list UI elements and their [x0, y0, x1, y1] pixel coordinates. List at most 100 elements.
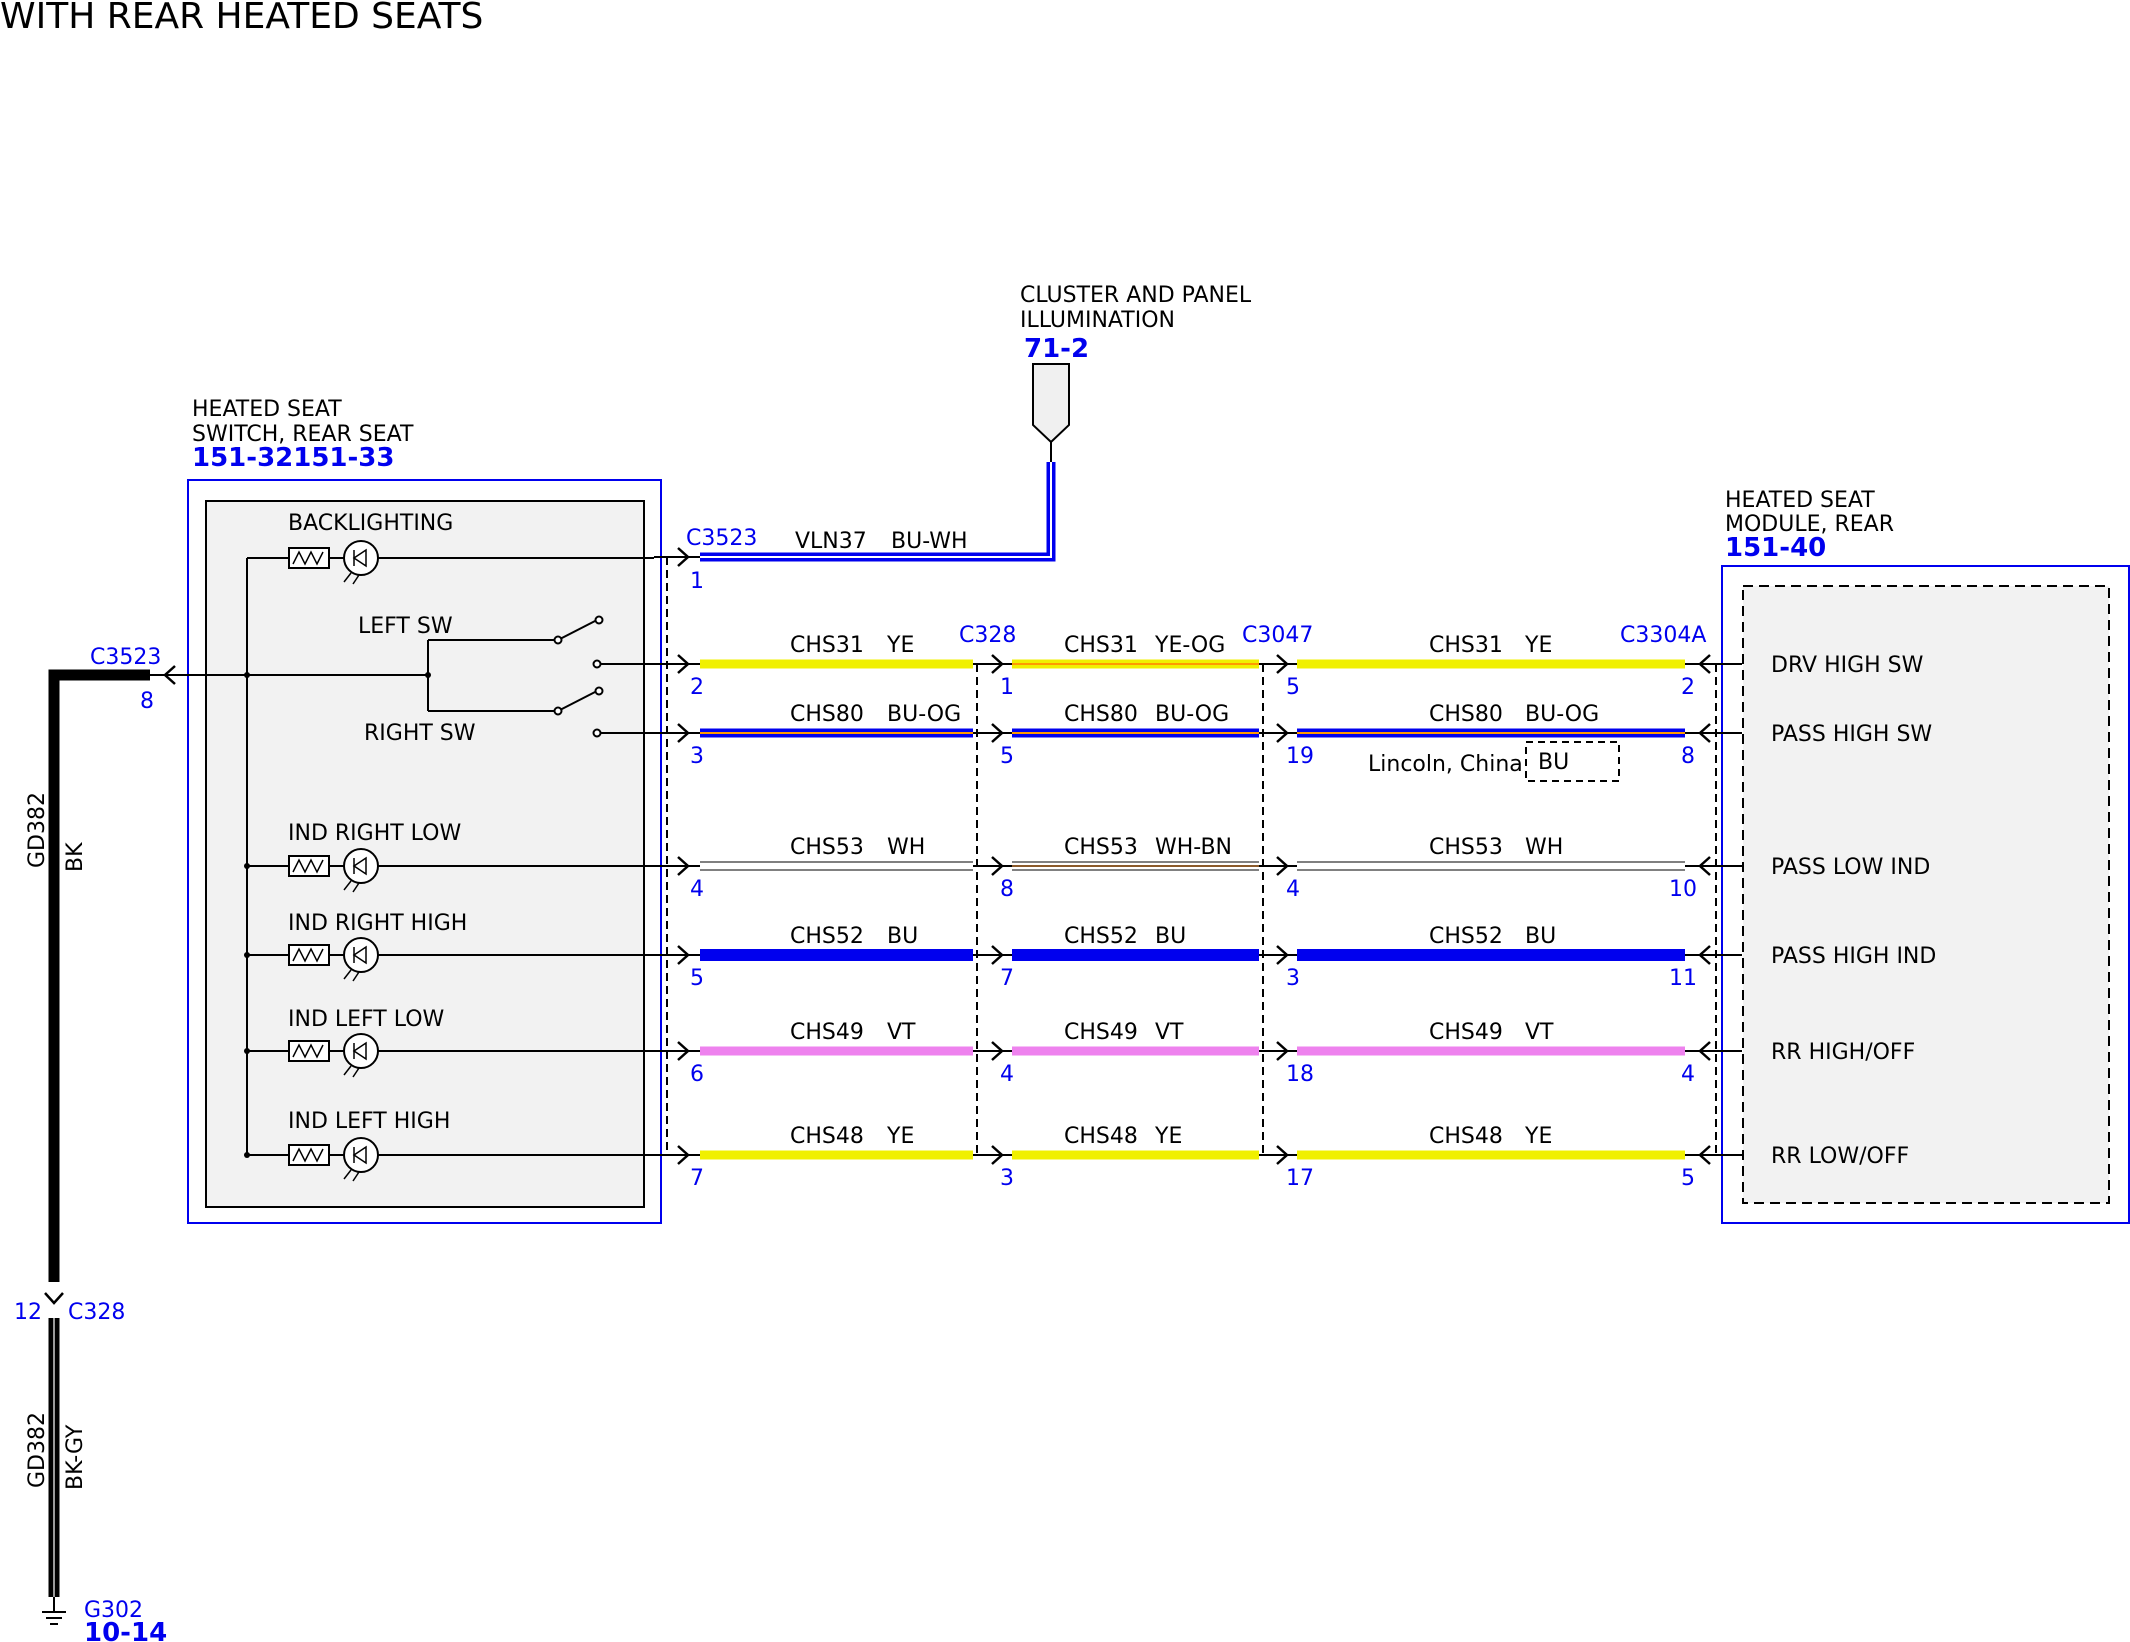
- resistor-zigzag: [292, 1043, 324, 1059]
- connector-arrow: [1698, 654, 1711, 674]
- wire-circuit-2: CHS31: [1064, 633, 1138, 658]
- wire-circuit-1: CHS52: [790, 924, 864, 949]
- bus-node: [244, 1048, 250, 1054]
- connector-arrow: [1276, 945, 1289, 965]
- wire-circuit-2: CHS80: [1064, 702, 1138, 727]
- ground-c3523-pin: 8: [140, 689, 154, 714]
- connector-arrow: [1698, 1041, 1711, 1061]
- pin-c3523: 7: [690, 1166, 704, 1191]
- wire-color-3: BU: [1525, 924, 1556, 949]
- ground-connector-c3523-label: C3523: [90, 645, 161, 670]
- wire-circuit-2: CHS52: [1064, 924, 1138, 949]
- connector-arrow: [991, 1145, 1004, 1165]
- led-ray: [343, 1169, 352, 1180]
- indicator-component: [244, 848, 700, 893]
- wire-color-3: YE: [1524, 633, 1552, 658]
- pin-c328: 3: [1000, 1166, 1014, 1191]
- wire-color-3: YE: [1524, 1124, 1552, 1149]
- resistor-icon: [288, 547, 330, 569]
- connector-c3523-label: C3523: [686, 526, 757, 551]
- vln37-connector-arrow: [677, 547, 690, 567]
- pin-c3304a: 2: [1681, 675, 1695, 700]
- module-label-2: MODULE, REAR: [1725, 512, 1894, 537]
- connector-arrow: [1698, 945, 1711, 965]
- resistor-zigzag: [292, 947, 324, 963]
- led-diode: [352, 1145, 367, 1165]
- bus-node: [244, 863, 250, 869]
- wire-color-2: BU: [1155, 924, 1186, 949]
- module-function-label: DRV HIGH SW: [1771, 653, 1924, 678]
- switch-label-2: SWITCH, REAR SEAT: [192, 422, 414, 447]
- ground-g302-ref[interactable]: 10-14: [84, 1618, 167, 1642]
- wire-color-2: YE: [1154, 1124, 1182, 1149]
- pin-c3523: 3: [690, 744, 704, 769]
- led-diode: [352, 856, 367, 876]
- wire-color-2: BU-OG: [1155, 702, 1229, 727]
- ground-c328-pin: 12: [14, 1300, 42, 1325]
- led-ray: [343, 969, 352, 980]
- module-ref[interactable]: 151-40: [1725, 533, 1826, 563]
- led-diode: [352, 945, 367, 965]
- pin-c3304a: 11: [1669, 966, 1697, 991]
- led-ray: [343, 880, 352, 891]
- vln37-wire-stripe: [700, 462, 1052, 558]
- gd382-lower-circuit: GD382: [25, 1412, 50, 1488]
- illumination-label-1: CLUSTER AND PANEL: [1020, 283, 1252, 308]
- connector-arrow: [1276, 723, 1289, 743]
- connector-arrow: [1698, 856, 1711, 876]
- pin-c3304a: 5: [1681, 1166, 1695, 1191]
- resistor-icon: [288, 944, 330, 966]
- ground-g302-label: G302: [84, 1598, 143, 1623]
- led-icon: [343, 937, 379, 973]
- wire-color-3: BU-OG: [1525, 702, 1599, 727]
- wire-circuit-3: CHS52: [1429, 924, 1503, 949]
- wire-color-1: BU: [887, 924, 918, 949]
- connector-arrow: [1698, 1145, 1711, 1165]
- gd382-lower-color: BK-GY: [63, 1424, 88, 1490]
- lincoln-note-box: [1525, 741, 1620, 782]
- led-icon: [343, 1033, 379, 1069]
- bus-node: [244, 1152, 250, 1158]
- wire-circuit-1: CHS31: [790, 633, 864, 658]
- wire-color-3: VT: [1525, 1020, 1554, 1045]
- wire-circuit-3: CHS48: [1429, 1124, 1503, 1149]
- switch-body: [205, 500, 645, 1208]
- pin-c3047: 19: [1286, 744, 1314, 769]
- wire-circuit-1: CHS53: [790, 835, 864, 860]
- switch-ref[interactable]: 151-32151-33: [192, 443, 395, 473]
- indicator-component: [244, 1137, 700, 1182]
- resistor-icon: [288, 1040, 330, 1062]
- pin-c3047: 17: [1286, 1166, 1314, 1191]
- connector-arrow: [991, 654, 1004, 674]
- pin-c3304a: 4: [1681, 1062, 1695, 1087]
- led-icon: [343, 848, 379, 884]
- pin-c3304a: 10: [1669, 877, 1697, 902]
- illumination-ref[interactable]: 71-2: [1024, 334, 1089, 364]
- ind-right-low-label: IND RIGHT LOW: [288, 821, 461, 846]
- connector-arrow: [991, 856, 1004, 876]
- wire-color-1: BU-OG: [887, 702, 961, 727]
- wire-circuit-3: CHS53: [1429, 835, 1503, 860]
- pin-c328: 1: [1000, 675, 1014, 700]
- gd382-upper-circuit: GD382: [25, 792, 50, 868]
- connector-arrow: [1276, 654, 1289, 674]
- page-title: WITH REAR HEATED SEATS: [0, 0, 483, 37]
- wire-circuit-1: CHS80: [790, 702, 864, 727]
- connector-c3047-label: C3047: [1242, 623, 1313, 648]
- illumination-label-2: ILLUMINATION: [1020, 308, 1175, 333]
- led-ray: [343, 1065, 352, 1076]
- lincoln-note-text: Lincoln, China: [1368, 752, 1523, 777]
- pin-c328: 4: [1000, 1062, 1014, 1087]
- right-sw-blade: [557, 690, 598, 712]
- vln37-pin: 1: [690, 569, 704, 594]
- resistor-icon: [288, 855, 330, 877]
- led-ray: [352, 882, 360, 893]
- wire-circuit-3: CHS80: [1429, 702, 1503, 727]
- lincoln-note-color: BU: [1538, 750, 1569, 775]
